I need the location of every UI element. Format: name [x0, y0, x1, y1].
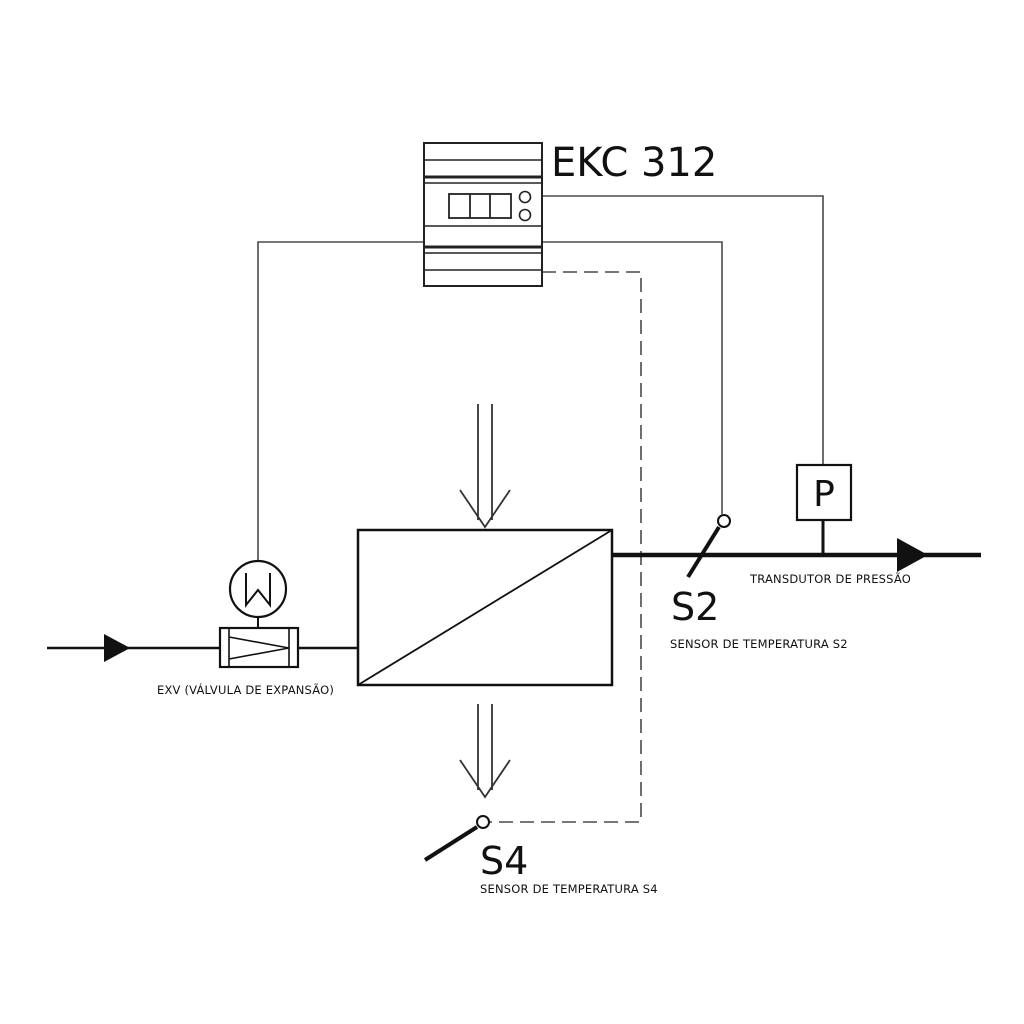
sensor-s2: [686, 514, 731, 579]
airflow-in-arrow: [459, 404, 511, 529]
controller-ekc312: [423, 142, 543, 287]
controller-led-bottom: [518, 208, 532, 222]
heat-exchanger: [356, 528, 614, 687]
wire-valve: [257, 241, 425, 561]
expansion-valve: [218, 614, 300, 669]
inlet-flow-arrow: [104, 634, 130, 662]
controller-led-top: [518, 190, 532, 204]
outlet-flow-arrow: [897, 538, 928, 572]
sensor-s2-tag: S2: [671, 585, 719, 629]
sensor-s2-caption: SENSOR DE TEMPERATURA S2: [670, 637, 848, 651]
controller-label: EKC 312: [551, 140, 717, 186]
airflow-out-arrow: [459, 704, 511, 799]
valve-caption: EXV (VÁLVULA DE EXPANSÃO): [157, 682, 334, 697]
valve-actuator-icon: [228, 559, 288, 619]
wire-pressure: [536, 195, 824, 465]
wire-s4-dashed: [488, 271, 642, 823]
wire-s2: [541, 241, 723, 514]
pressure-transducer: [795, 463, 853, 555]
sensor-s4-tag: S4: [480, 839, 528, 883]
sensor-s4-caption: SENSOR DE TEMPERATURA S4: [480, 882, 658, 896]
pressure-transducer-caption: TRANSDUTOR DE PRESSÃO: [749, 571, 911, 586]
controller-display: [448, 193, 512, 219]
pressure-transducer-letter: P: [813, 474, 835, 515]
sensor-s4: [423, 815, 490, 862]
